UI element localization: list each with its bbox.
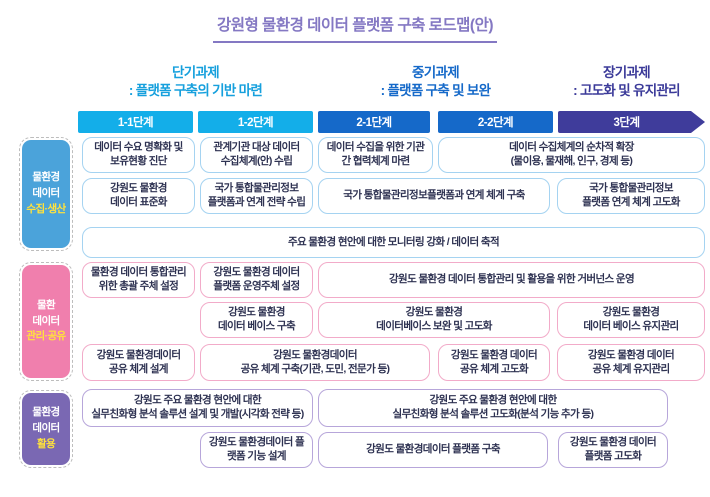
row-label-highlight: 관리·공유 bbox=[26, 330, 66, 343]
phase-header-short-term: 단기과제 : 플랫폼 구축의 기반 마련 bbox=[78, 64, 313, 100]
row-label-collection-production: 물환경 데이터 수집·생산 bbox=[18, 136, 74, 252]
task-box: 국가 통합물관리정보 플랫폼과 연계 전략 수립 bbox=[200, 178, 313, 214]
task-box: 강원도 물환경 데이터 베이스 유지관리 bbox=[557, 302, 705, 338]
task-box: 데이터 수집체계의 순차적 확장 (물이용, 물재해, 인구, 경제 등) bbox=[438, 137, 705, 173]
stage-bar-1-1: 1-1단계 bbox=[78, 111, 193, 133]
task-box: 강원도 물환경 데이터베이스 보완 및 고도화 bbox=[318, 302, 550, 338]
task-box: 물환경 데이터 통합관리 위한 총괄 주체 설정 bbox=[82, 262, 195, 298]
phase-name: 중기과제 bbox=[412, 65, 460, 80]
task-box: 강원도 물환경데이터 공유 체계 구축(기관, 도민, 전문가 등) bbox=[200, 344, 430, 381]
phase-name: 단기과제 bbox=[172, 65, 220, 80]
task-box: 강원도 물환경데이터 공유 체계 설계 bbox=[82, 344, 195, 381]
page-title-text: 강원형 물환경 데이터 플랫폼 구축 로드맵(안) bbox=[212, 13, 498, 43]
task-box: 강원도 주요 물환경 현안에 대한 실무친화형 분석 솔루션 고도화(분석 기능… bbox=[318, 389, 668, 427]
row-label-management-sharing: 물환 데이터 관리·공유 bbox=[18, 261, 74, 382]
row-label-line: 데이터 bbox=[32, 314, 60, 327]
stage-bar-3: 3단계 bbox=[558, 111, 705, 133]
task-box: 강원도 물환경 데이터 플랫폼 운영주체 설정 bbox=[200, 262, 313, 298]
task-box: 데이터 수요 명확화 및 보유현황 진단 bbox=[82, 137, 195, 173]
stage-bar-2-2: 2-2단계 bbox=[438, 111, 553, 133]
row-label-line: 물환경 bbox=[32, 171, 60, 184]
row-label-line: 데이터 bbox=[32, 187, 60, 200]
task-box: 강원도 물환경 데이터 베이스 구축 bbox=[200, 302, 313, 338]
row-label-highlight: 수집·생산 bbox=[26, 202, 66, 215]
task-box: 국가 통합물관리정보 플랫폼 연계 체계 고도화 bbox=[557, 178, 705, 214]
task-box: 강원도 물환경데이터 플 랫폼 기능 설계 bbox=[200, 432, 313, 468]
row-label-line: 데이터 bbox=[32, 422, 60, 435]
row-label-utilization: 물환경 데이터 활용 bbox=[18, 389, 74, 469]
stage-bar-2-1: 2-1단계 bbox=[318, 111, 430, 133]
task-box: 국가 통합물관리정보플랫폼과 연계 체계 구축 bbox=[318, 178, 550, 214]
task-box: 강원도 물환경 데이터 플랫폼 고도화 bbox=[558, 432, 668, 468]
row-label-highlight: 활용 bbox=[36, 437, 56, 450]
stage-bar-1-2: 1-2단계 bbox=[198, 111, 313, 133]
phase-header-mid-term: 중기과제 : 플랫폼 구축 및 보완 bbox=[318, 64, 553, 100]
task-box: 주요 물환경 현안에 대한 모니터링 강화 / 데이터 축적 bbox=[82, 227, 705, 258]
task-box: 강원도 물환경 데이터 공유 체계 고도화 bbox=[438, 344, 550, 381]
phase-subtitle: : 플랫폼 구축 및 보완 bbox=[380, 83, 491, 99]
task-box: 강원도 물환경 데이터 표준화 bbox=[82, 178, 195, 214]
task-box: 강원도 물환경 데이터 공유 체계 유지관리 bbox=[557, 344, 705, 381]
page-title: 강원형 물환경 데이터 플랫폼 구축 로드맵(안) bbox=[0, 13, 710, 43]
task-box: 강원도 물환경데이터 플랫폼 구축 bbox=[318, 432, 548, 468]
row-label-line: 물환경 bbox=[32, 406, 60, 419]
task-box: 강원도 주요 물환경 현안에 대한 실무친화형 분석 솔루션 설계 및 개발(시… bbox=[82, 389, 313, 427]
phase-subtitle: : 플랫폼 구축의 기반 마련 bbox=[128, 83, 263, 99]
row-label-line: 물환 bbox=[36, 298, 56, 311]
task-box: 강원도 물환경 데이터 통합관리 및 활용을 위한 거버넌스 운영 bbox=[318, 262, 705, 298]
phase-header-long-term: 장기과제 : 고도화 및 유지관리 bbox=[545, 64, 708, 100]
task-box: 관계기관 대상 데이터 수집체계(안) 수립 bbox=[200, 137, 313, 173]
phase-subtitle: : 고도화 및 유지관리 bbox=[573, 83, 680, 99]
task-box: 데이터 수집을 위한 기관 간 협력체계 마련 bbox=[318, 137, 433, 173]
phase-name: 장기과제 bbox=[603, 65, 651, 80]
